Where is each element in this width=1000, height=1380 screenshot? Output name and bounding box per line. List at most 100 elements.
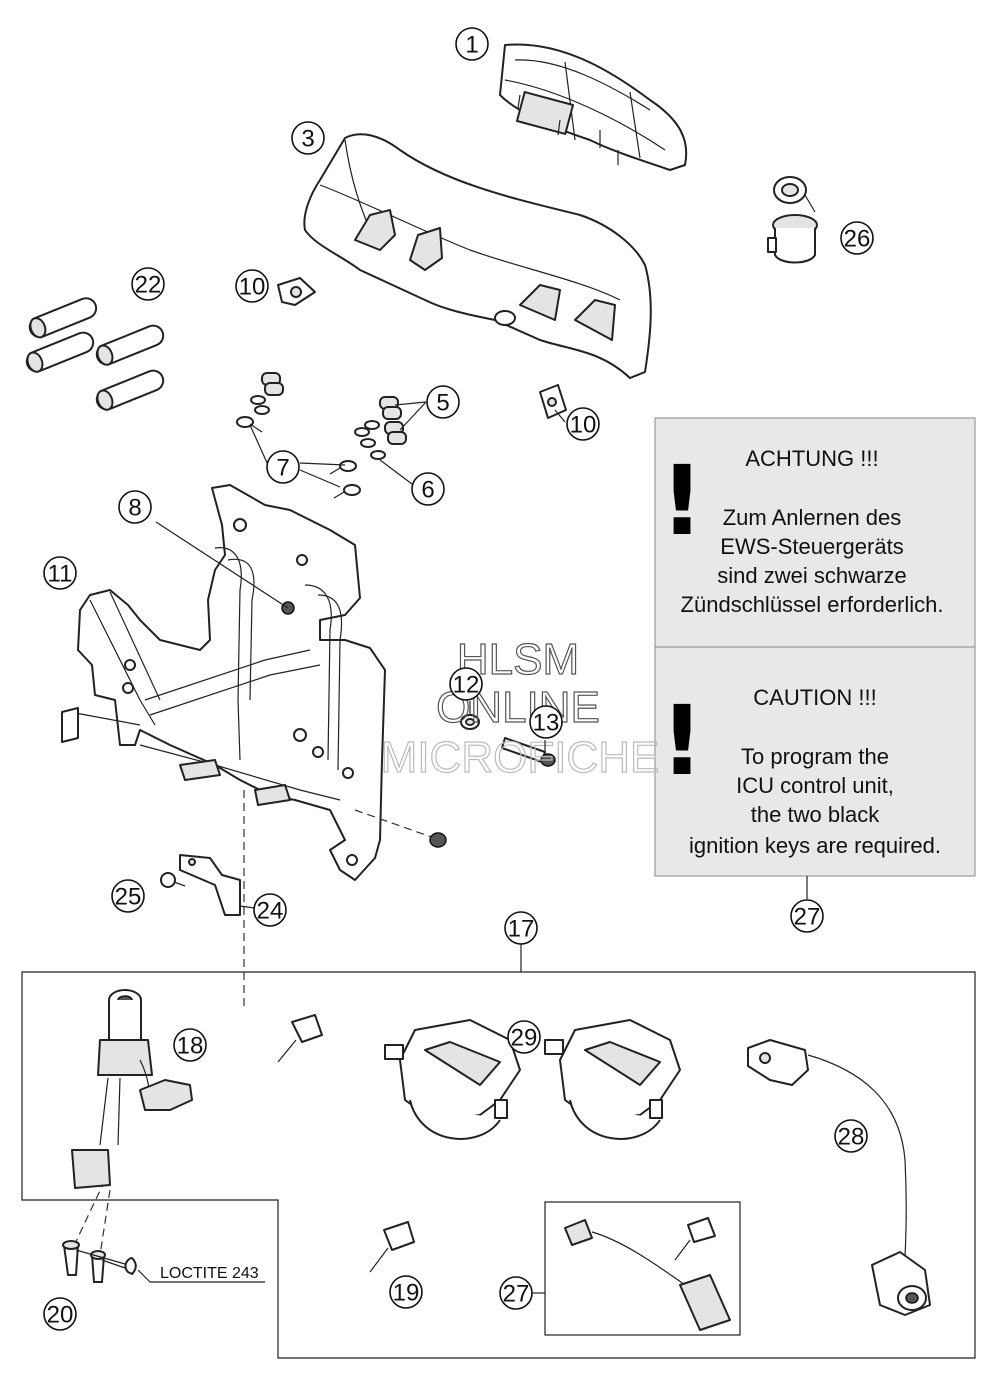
callout-22: 22 [131,267,165,301]
warning-line-en-2: ICU control unit, [736,773,894,798]
callout-number: 7 [276,455,289,482]
headlight-mask [303,133,652,379]
callout-number: 11 [48,561,73,588]
screws [236,416,361,499]
callout-number: 10 [239,274,266,301]
callout-number: 17 [508,916,535,943]
rubber-grommets [261,372,407,445]
callout-27: 27 [499,1276,533,1310]
callout-number: 8 [128,495,141,522]
power-socket [767,176,818,264]
callout-circle [499,1276,533,1310]
ignition-lock-18 [71,989,193,1189]
watermark: HLSM ONLINE MICROFICHE [380,634,660,782]
callout-26: 26 [840,221,874,255]
callout-24: 24 [253,893,287,927]
key-upper [277,1014,323,1063]
callout-circle [235,269,269,303]
callout-25: 25 [111,879,145,913]
washers [250,395,386,460]
warning-line-en-3: the two black [751,802,880,827]
callout-circle [455,27,489,61]
warning-line-de-4: Zündschlüssel erforderlich. [681,592,944,617]
warning-mark-de: ! [660,445,704,557]
callout-10: 10 [566,407,600,441]
callout-circle [529,705,563,739]
warning-line-en-1: To program the [741,744,889,769]
callout-circle [834,1119,868,1153]
leader-lines [155,401,566,909]
callout-number: 28 [838,1124,865,1151]
screws-20: LOCTITE 243 [62,1240,265,1283]
callout-11: 11 [43,556,77,590]
callout-circle [566,407,600,441]
callout-number: 1 [465,32,478,59]
warning-title-en: CAUTION !!! [753,685,876,710]
callout-circle [266,450,300,484]
clip-nut-upper [277,277,316,306]
callout-13: 13 [529,705,563,739]
loctite-label: LOCTITE 243 [160,1265,259,1282]
callout-8: 8 [118,490,152,524]
callout-number: 26 [844,226,871,253]
callout-number: 12 [453,672,480,699]
warning-line-en-4: ignition keys are required. [689,833,941,858]
callout-number: 5 [436,390,449,417]
callout-27: 27 [790,899,824,933]
instrument-cluster [499,43,688,171]
fairing-bracket [61,484,386,881]
callout-number: 25 [115,884,142,911]
callout-circle [43,556,77,590]
callout-circle [389,1275,423,1309]
callout-circle [449,667,483,701]
callout-circle [790,899,824,933]
callout-18: 18 [173,1028,207,1062]
callout-number: 13 [533,710,560,737]
callout-20: 20 [43,1297,77,1331]
callout-circle [173,1028,207,1062]
callout-number: 6 [421,477,434,504]
warning-line-de-1: Zum Anlernen des [723,505,902,530]
fuel-cap-left [384,1019,521,1140]
callout-number: 19 [393,1280,420,1307]
holder-24 [179,854,241,916]
callout-circle [426,385,460,419]
callout-circle [411,472,445,506]
fuel-cap-right [544,1019,681,1140]
warning-panel: ! ACHTUNG !!! Zum Anlernen des EWS-Steue… [654,417,976,899]
bolt-25 [160,872,186,888]
callout-17: 17 [504,911,538,945]
callout-circle [253,893,287,927]
callout-number: 24 [257,898,284,925]
callout-number: 27 [794,904,821,931]
foam-tubes [25,297,165,411]
callout-28: 28 [834,1119,868,1153]
callout-circle [291,121,325,155]
callout-circle [840,221,874,255]
key-19 [369,1221,415,1273]
callout-5: 5 [426,385,460,419]
callout-circle [118,490,152,524]
kit-17-outline [21,971,976,1359]
warning-line-de-2: EWS-Steuergeräts [720,534,903,559]
bolt-13 [501,737,556,767]
callout-circle [504,911,538,945]
callout-number: 18 [177,1033,204,1060]
warning-mark-en: ! [660,685,704,797]
callout-number: 29 [511,1025,538,1052]
nut [429,832,447,848]
callout-12: 12 [449,667,483,701]
callout-3: 3 [291,121,325,155]
washer-12 [460,714,480,730]
warning-title-de: ACHTUNG !!! [745,446,878,471]
callout-number: 22 [135,272,162,299]
callout-19: 19 [389,1275,423,1309]
kit-27-box [532,1201,741,1336]
callout-number: 20 [47,1302,74,1329]
callout-circle [43,1297,77,1331]
clip-nut-lower [539,384,567,419]
warning-line-de-3: sind zwei schwarze [717,563,907,588]
steering-lock-28 [747,1039,931,1316]
